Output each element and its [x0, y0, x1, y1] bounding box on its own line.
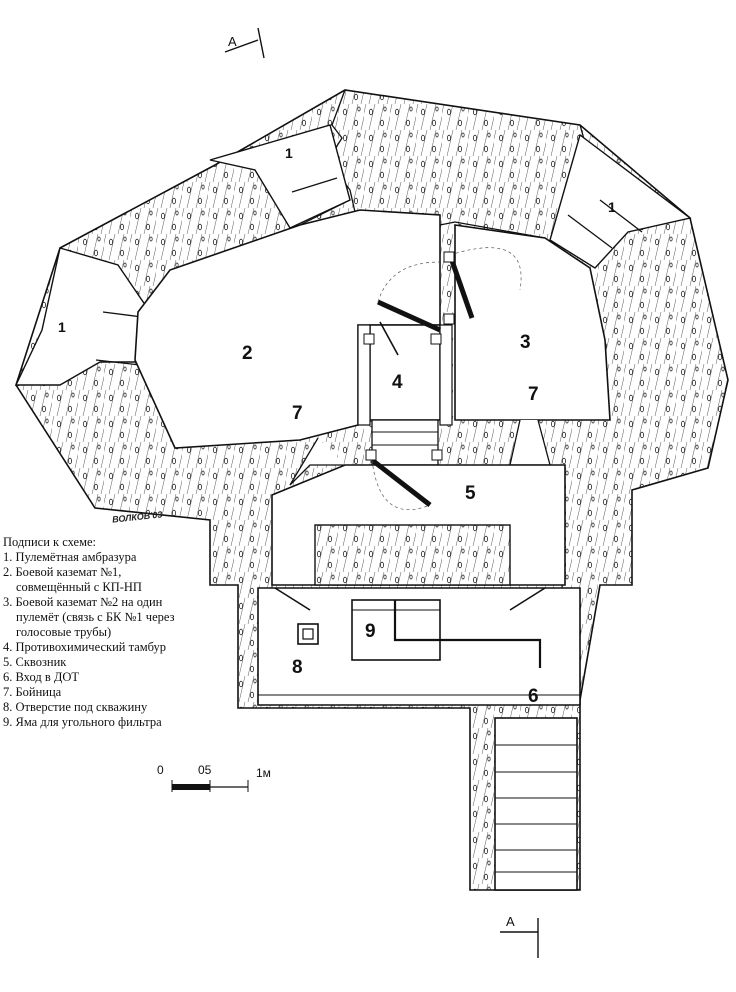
embrasure-1-right [549, 133, 692, 269]
label-7-left: 7 [292, 403, 303, 424]
loophole-7-left [289, 437, 345, 486]
legend-item-3-cont2: голосовые трубы) [16, 625, 112, 639]
legend-item-5: 5. Сквозник [3, 655, 67, 669]
legend-item-9: 9. Яма для угольного фильтра [3, 715, 162, 729]
scale-label-half: 05 [198, 763, 212, 777]
section-letter-top: А [228, 34, 237, 49]
embrasure-1-top [209, 124, 351, 229]
scale-bar [171, 780, 249, 792]
label-1-left: 1 [58, 319, 66, 335]
legend-item-8: 8. Отверстие под скважину [3, 700, 148, 714]
anti-chemical-tambour-4 [369, 324, 441, 421]
inner-concrete-block [314, 524, 511, 586]
casemate-3 [454, 224, 611, 421]
label-1-top: 1 [285, 145, 293, 161]
broken-edge-upper [327, 89, 546, 239]
section-marker-top [224, 27, 265, 59]
legend: Подписи к схеме: 1. Пулемётная амбразура… [3, 535, 243, 730]
label-3: 3 [520, 332, 531, 353]
legend-item-3: 3. Боевой каземат №2 на один [3, 595, 163, 609]
legend-item-4: 4. Противохимический тамбур [3, 640, 167, 654]
legend-item-2: 2. Боевой каземат №1, [3, 565, 122, 579]
legend-item-7: 7. Бойница [3, 685, 62, 699]
label-4: 4 [392, 372, 403, 393]
legend-item-3-cont: пулемёт (связь с БК №1 через [16, 610, 175, 624]
doors [363, 247, 522, 510]
scale-label-one: 1м [256, 766, 271, 780]
legend-title: Подписи к схеме: [3, 535, 97, 549]
legend-item-1: 1. Пулемётная амбразура [3, 550, 137, 564]
passage-4-5 [371, 419, 439, 466]
borehole-opening-8 [297, 623, 319, 645]
label-5: 5 [465, 483, 476, 504]
legend-item-2-cont: совмещённый с КП-НП [16, 580, 142, 594]
embrasure-1-left [14, 247, 151, 386]
legend-item-6: 6. Вход в ДОТ [3, 670, 80, 684]
section-marker-bottom [500, 918, 539, 958]
section-letter-bottom: А [506, 914, 515, 929]
label-6: 6 [528, 686, 539, 707]
label-1-right: 1 [608, 199, 616, 215]
label-2: 2 [242, 343, 253, 364]
entrance-stairs [494, 717, 578, 891]
label-7-right: 7 [528, 384, 539, 405]
scale-label-zero: 0 [157, 763, 164, 777]
label-8: 8 [292, 657, 303, 678]
label-9: 9 [365, 621, 376, 642]
